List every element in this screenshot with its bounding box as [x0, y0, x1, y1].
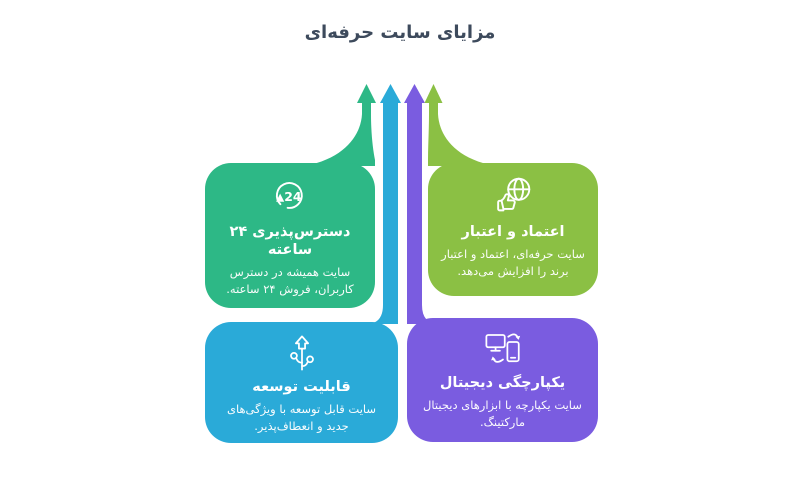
card-trust-body: سایت حرفه‌ای، اعتماد و اعتبار برند را اف…	[441, 247, 585, 278]
clock-24-icon: 24	[267, 173, 313, 219]
card-scalability-title: قابلیت توسعه	[252, 379, 351, 395]
card-scalability: قابلیت توسعه سایت قابل توسعه با ویژگی‌ها…	[205, 322, 398, 443]
trust-arrow	[424, 84, 495, 166]
card-integration-title: یکپارچگی دیجیتال	[439, 375, 566, 391]
icon-24-label: 24	[284, 189, 302, 204]
card-availability: 24 دسترس‌پذیری ۲۴ ساعته سایت همیشه در دس…	[205, 163, 375, 308]
growth-branch-icon	[281, 332, 323, 374]
card-trust: اعتماد و اعتبار سایت حرفه‌ای، اعتماد و ا…	[428, 163, 598, 296]
card-trust-title: اعتماد و اعتبار	[461, 224, 565, 240]
devices-sync-icon	[482, 328, 524, 370]
page-title: مزایای سایت حرفه‌ای	[304, 22, 496, 43]
card-integration-body: سایت یکپارچه با ابزارهای دیجیتال مارکتین…	[423, 398, 582, 429]
card-integration: یکپارچگی دیجیتال سایت یکپارچه با ابزارها…	[407, 318, 598, 442]
card-scalability-body: سایت قابل توسعه با ویژگی‌های جدید و انعط…	[226, 402, 377, 433]
card-availability-body: سایت همیشه در دسترس کاربران، فروش ۲۴ ساع…	[226, 265, 354, 296]
availability-arrow	[305, 84, 376, 166]
card-availability-title: دسترس‌پذیری ۲۴ ساعته	[229, 224, 351, 259]
globe-thumbs-up-icon	[490, 173, 536, 219]
